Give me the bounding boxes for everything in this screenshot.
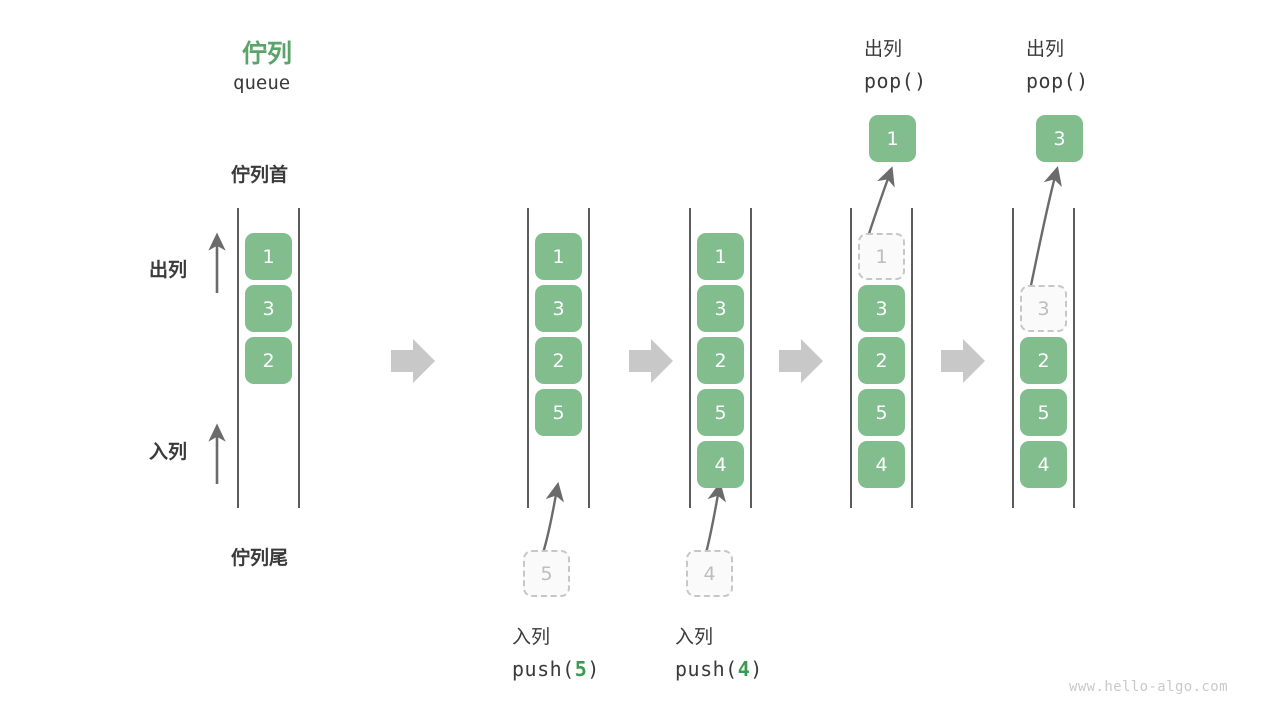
pop-3-ghost-cell: 3 bbox=[1020, 285, 1067, 332]
queue-cell: 3 bbox=[535, 285, 582, 332]
push-4-code-arg: 4 bbox=[737, 657, 751, 681]
queue-cell: 5 bbox=[697, 389, 744, 436]
watermark: www.hello-algo.com bbox=[1069, 679, 1228, 695]
push-4-arrow bbox=[704, 481, 726, 554]
queue-cell: 3 bbox=[245, 285, 292, 332]
pop-1-op-code: pop() bbox=[864, 69, 927, 93]
enqueue-label: 入列 bbox=[149, 441, 188, 463]
push-4-op-label-cn: 入列 bbox=[675, 626, 714, 648]
queue-cell: 2 bbox=[858, 337, 905, 384]
step-arrow-3 bbox=[779, 339, 823, 383]
queue-cell: 4 bbox=[858, 441, 905, 488]
push-5-code-pre: push( bbox=[512, 657, 575, 681]
queue-cell: 4 bbox=[697, 441, 744, 488]
push-5-code-post: ) bbox=[587, 657, 600, 681]
push-4-code-pre: push( bbox=[675, 657, 738, 681]
queue-cell: 2 bbox=[1020, 337, 1067, 384]
push-4-op-code: push(4) bbox=[675, 657, 763, 681]
queue-cell: 2 bbox=[697, 337, 744, 384]
queue-cell: 2 bbox=[535, 337, 582, 384]
queue-cell: 1 bbox=[535, 233, 582, 280]
queue-rails-col1 bbox=[237, 208, 300, 508]
queue-rails-col2 bbox=[527, 208, 590, 508]
queue-cell: 1 bbox=[245, 233, 292, 280]
push-5-arrow bbox=[541, 481, 564, 554]
pop-3-arrow bbox=[1027, 166, 1062, 296]
push-4-code-post: ) bbox=[750, 657, 763, 681]
queue-title-en: queue bbox=[233, 72, 291, 94]
queue-cell: 2 bbox=[245, 337, 292, 384]
queue-cell: 3 bbox=[858, 285, 905, 332]
queue-rails-col5 bbox=[1012, 208, 1075, 508]
queue-cell: 4 bbox=[1020, 441, 1067, 488]
queue-rails-col3 bbox=[689, 208, 752, 508]
push-4-ghost-cell: 4 bbox=[686, 550, 733, 597]
queue-cell: 1 bbox=[697, 233, 744, 280]
queue-head-label: 佇列首 bbox=[231, 164, 289, 186]
pop-3-op-code: pop() bbox=[1026, 69, 1089, 93]
push-5-op-label-cn: 入列 bbox=[512, 626, 551, 648]
queue-cell: 3 bbox=[697, 285, 744, 332]
push-5-op-code: push(5) bbox=[512, 657, 600, 681]
pop-1-op-label-cn: 出列 bbox=[864, 38, 903, 60]
push-5-code-arg: 5 bbox=[574, 657, 588, 681]
dequeue-label: 出列 bbox=[149, 259, 188, 281]
queue-cell: 5 bbox=[535, 389, 582, 436]
push-5-ghost-cell: 5 bbox=[523, 550, 570, 597]
queue-cell: 5 bbox=[858, 389, 905, 436]
pop-3-op-label-cn: 出列 bbox=[1026, 38, 1065, 60]
queue-rails-col4 bbox=[850, 208, 913, 508]
popped-cell: 3 bbox=[1036, 115, 1083, 162]
queue-cell: 5 bbox=[1020, 389, 1067, 436]
queue-title-cn: 佇列 bbox=[242, 39, 293, 68]
step-arrow-1 bbox=[391, 339, 435, 383]
queue-tail-label: 佇列尾 bbox=[231, 547, 289, 569]
step-arrow-2 bbox=[629, 339, 673, 383]
popped-cell: 1 bbox=[869, 115, 916, 162]
step-arrow-4 bbox=[941, 339, 985, 383]
pop-1-ghost-cell: 1 bbox=[858, 233, 905, 280]
